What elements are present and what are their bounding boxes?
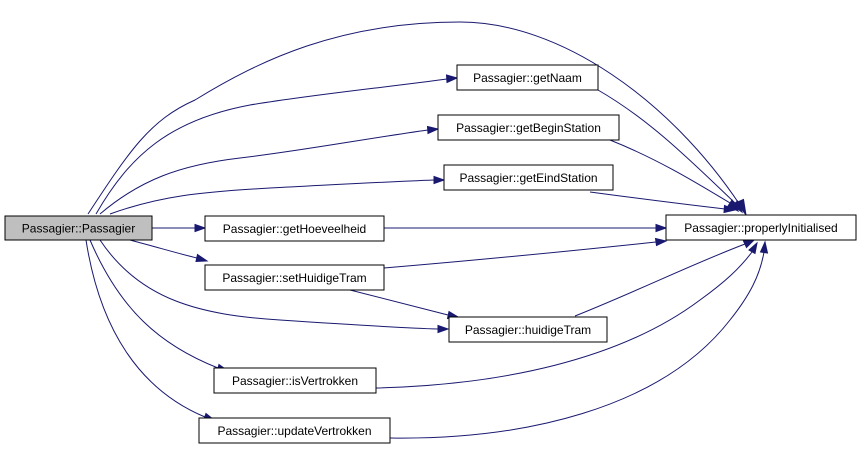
node-label: Passagier::getNaam [473,71,582,85]
node-passagier-constructor[interactable]: Passagier::Passagier [4,215,153,241]
edge-root-to-isvertrokken [89,239,230,373]
node-getbeginstation[interactable]: Passagier::getBeginStation [437,114,620,141]
edge-root-to-sethuidigetram [129,239,209,263]
node-updatevertrokken[interactable]: Passagier::updateVertrokken [198,417,391,444]
edge-isvertrokken-to-properlyinitialised [375,241,758,389]
edge-geteindstation-to-properlyinitialised [589,191,737,214]
edge-root-to-getbeginstation [99,125,440,215]
node-label: Passagier::updateVertrokken [217,424,371,438]
edge-root-to-geteindstation [109,175,446,215]
node-label: Passagier::Passagier [22,222,135,236]
edge-root-to-updatevertrokken [85,239,216,422]
edge-root-to-properlyinitialised [87,21,747,216]
node-label: Passagier::getEindStation [459,171,597,185]
edges [85,21,769,439]
node-label: Passagier::setHuidigeTram [222,271,366,285]
edge-root-to-gethoeveelheid [152,223,207,233]
edge-updatevertrokken-to-properlyinitialised [389,240,769,439]
node-properlyinitialised[interactable]: Passagier::properlyInitialised [665,214,857,241]
edge-sethuidigetram-to-properlyinitialised [383,237,668,269]
node-label: Passagier::properlyInitialised [684,221,837,235]
node-sethuidigetram[interactable]: Passagier::setHuidigeTram [204,264,385,291]
edge-sethuidigetram-to-huidigetram [349,289,460,320]
node-label: Passagier::huidigeTram [465,323,591,337]
node-isvertrokken[interactable]: Passagier::isVertrokken [213,367,377,394]
node-label: Passagier::getHoeveelheid [223,222,366,236]
edge-root-to-getnaam [95,74,459,215]
node-getnaam[interactable]: Passagier::getNaam [456,64,599,91]
edge-getnaam-to-properlyinitialised [597,89,744,214]
edge-root-to-huidigetram [99,239,450,334]
node-label: Passagier::isVertrokken [232,374,358,388]
node-label: Passagier::getBeginStation [456,121,601,135]
node-huidigetram[interactable]: Passagier::huidigeTram [448,316,608,343]
node-geteindstation[interactable]: Passagier::getEindStation [443,164,614,191]
edge-gethoeveelheid-to-properlyinitialised [384,223,668,233]
edge-getbeginstation-to-properlyinitialised [609,139,740,213]
node-gethoeveelheid[interactable]: Passagier::getHoeveelheid [204,215,385,242]
